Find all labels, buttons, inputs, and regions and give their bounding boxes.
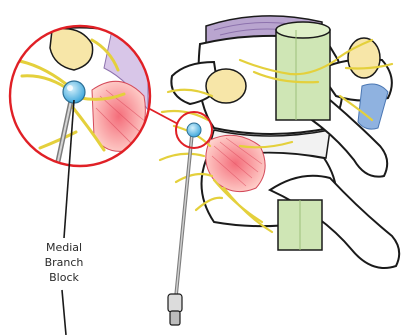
spinal-cord <box>276 30 330 120</box>
needle-hub <box>168 294 182 312</box>
needle-tip-marker <box>187 123 201 137</box>
facet-capsule-left <box>206 69 246 103</box>
ligament <box>358 84 388 129</box>
callout-line-1: Medial <box>22 240 106 255</box>
injection-needle <box>168 134 192 325</box>
medial-branch-block-label: Medial Branch Block <box>22 240 106 285</box>
zoom-inset <box>10 26 150 180</box>
callout-line-3: Block <box>22 270 106 285</box>
callout-line-2: Branch <box>22 255 106 270</box>
vertebral-column <box>160 16 399 325</box>
callout-pointer-lower <box>62 290 66 335</box>
